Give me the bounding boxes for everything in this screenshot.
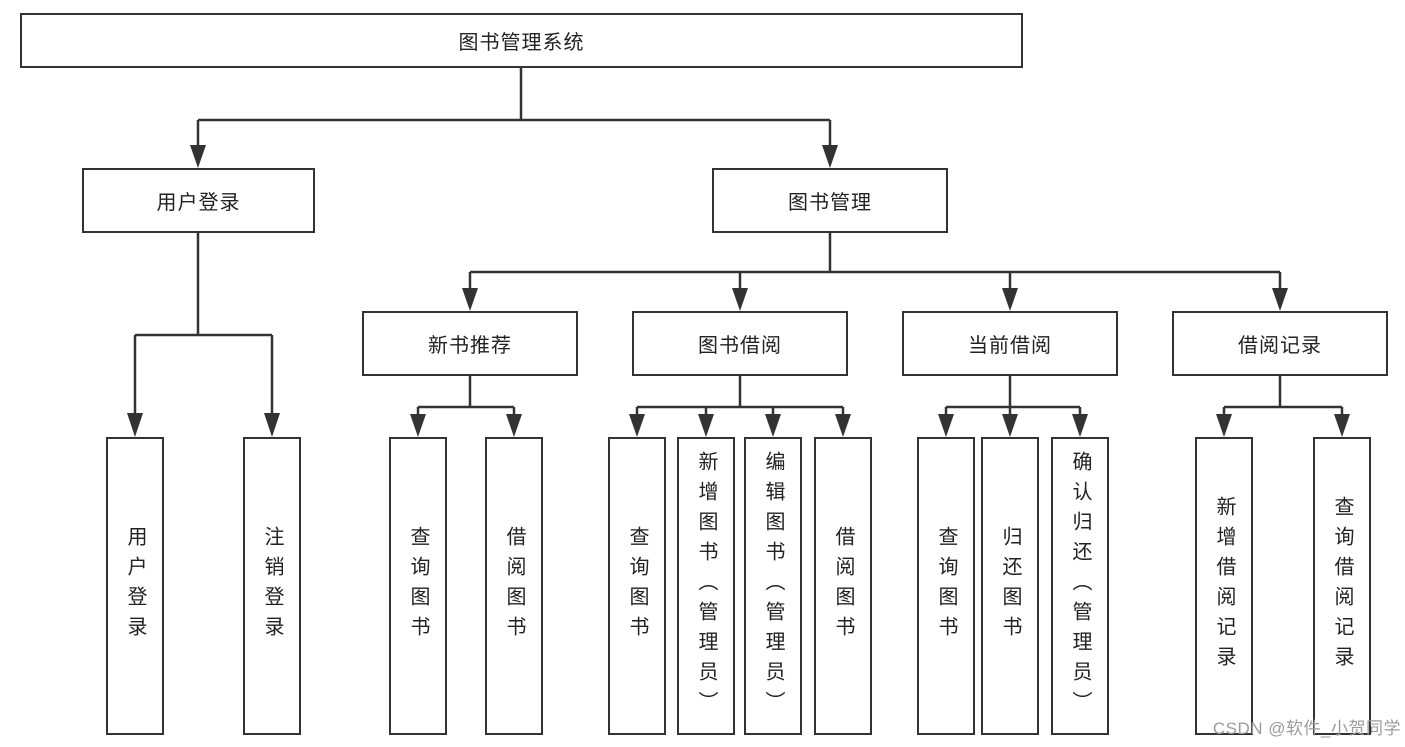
arrow-down-icon [127, 413, 143, 437]
leaf-user-login: 用户登录 [106, 437, 164, 735]
arrow-down-icon [1002, 414, 1018, 437]
leaf-confirm-return-admin: 确认归还（管理员） [1051, 437, 1109, 735]
edge-root-to-level2 [190, 68, 838, 168]
edge-borrow-records-to-leaves [1216, 376, 1350, 437]
edge-book-management-to-level3 [462, 233, 1288, 311]
arrow-down-icon [629, 414, 645, 437]
leaf-borrow-book-1: 借阅图书 [485, 437, 543, 735]
node-book-borrow: 图书借阅 [632, 311, 848, 376]
arrow-down-icon [822, 145, 838, 168]
node-current-borrow: 当前借阅 [902, 311, 1118, 376]
leaf-query-book-1: 查询图书 [389, 437, 447, 735]
arrow-down-icon [732, 288, 748, 311]
leaf-query-book-3: 查询图书 [917, 437, 975, 735]
arrow-down-icon [190, 145, 206, 168]
arrow-down-icon [410, 414, 426, 437]
arrow-down-icon [1216, 414, 1232, 437]
arrow-down-icon [264, 413, 280, 437]
leaf-return-book: 归还图书 [981, 437, 1039, 735]
node-user-login: 用户登录 [82, 168, 315, 233]
arrow-down-icon [1002, 288, 1018, 311]
leaf-add-borrow-record: 新增借阅记录 [1195, 437, 1253, 735]
arrow-down-icon [698, 414, 714, 437]
edge-current-borrow-to-leaves [938, 376, 1088, 437]
leaf-query-borrow-record: 查询借阅记录 [1313, 437, 1371, 735]
node-new-book-recommend: 新书推荐 [362, 311, 578, 376]
leaf-logout-login: 注销登录 [243, 437, 301, 735]
arrow-down-icon [765, 414, 781, 437]
node-root-system: 图书管理系统 [20, 13, 1023, 68]
csdn-watermark: CSDN @软件_小贺同学 [1212, 719, 1401, 738]
leaf-query-book-2: 查询图书 [608, 437, 666, 735]
arrow-down-icon [835, 414, 851, 437]
node-book-management: 图书管理 [712, 168, 948, 233]
edge-new-book-to-leaves [410, 376, 522, 437]
node-borrow-records: 借阅记录 [1172, 311, 1388, 376]
leaf-add-book-admin: 新增图书（管理员） [677, 437, 735, 735]
leaf-borrow-book-2: 借阅图书 [814, 437, 872, 735]
arrow-down-icon [1334, 414, 1350, 437]
arrow-down-icon [462, 288, 478, 311]
leaf-edit-book-admin: 编辑图书（管理员） [744, 437, 802, 735]
arrow-down-icon [938, 414, 954, 437]
edge-book-borrow-to-leaves [629, 376, 851, 437]
arrow-down-icon [1072, 414, 1088, 437]
edge-user-login-to-leaves [127, 233, 280, 437]
arrow-down-icon [1272, 288, 1288, 311]
arrow-down-icon [506, 414, 522, 437]
